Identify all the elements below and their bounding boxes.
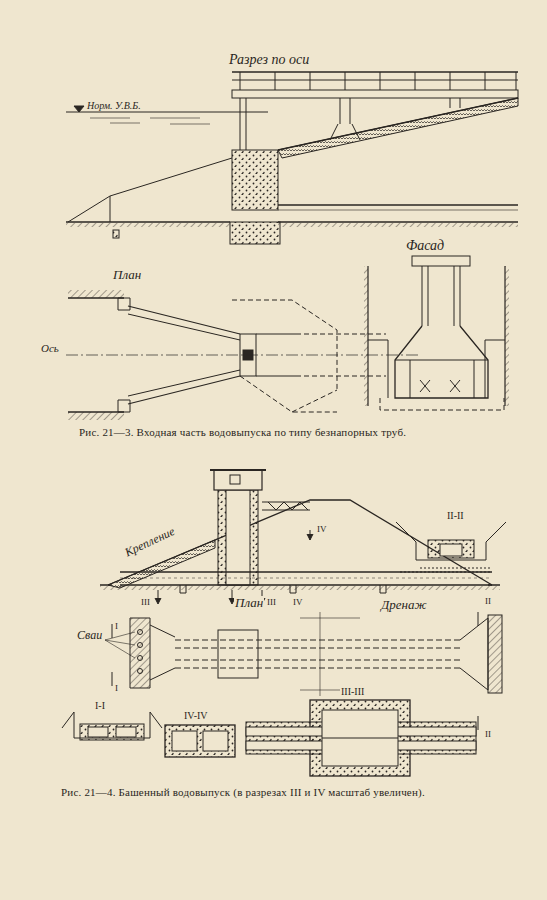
label: Сваи <box>76 629 103 642</box>
conduit-bottom <box>278 221 518 222</box>
tower-house <box>214 470 262 490</box>
outlet-wall <box>488 615 502 693</box>
window <box>230 475 240 484</box>
conduit <box>120 572 492 585</box>
conduit-line <box>278 210 518 211</box>
pile <box>138 656 143 661</box>
ground-hatch <box>100 586 500 590</box>
bank-hatch <box>68 290 124 298</box>
label: Норм. У.В.Б. <box>86 100 142 111</box>
label: IV-IV <box>183 710 209 721</box>
bank-hatch <box>505 266 509 406</box>
label: III <box>140 598 151 608</box>
hidden-outline <box>232 300 386 412</box>
figure-caption: Рис. 21—4. Башенный водовыпуск (в разрез… <box>60 786 426 798</box>
bank-edge <box>368 266 505 406</box>
label: II-II <box>446 510 465 521</box>
inlet-slab <box>130 618 150 688</box>
label: II <box>484 730 492 740</box>
label: Крепление <box>122 525 178 560</box>
section-i-block <box>80 724 144 740</box>
section-ii-block <box>428 540 474 558</box>
inlet-wing <box>150 625 175 680</box>
label: Разрез по оси <box>228 52 310 67</box>
cell <box>203 731 228 751</box>
ground-hatch <box>66 223 230 227</box>
outlet-plan <box>460 618 488 690</box>
label: III-III <box>340 686 365 697</box>
wingwall-edge <box>110 196 111 222</box>
tower-plan <box>218 630 258 678</box>
foundation <box>230 222 280 244</box>
gate-cross <box>420 380 460 392</box>
bridge-deck <box>232 90 518 98</box>
label: План <box>234 596 264 610</box>
conduit-top <box>278 204 518 205</box>
wingwall-plan <box>128 306 240 404</box>
tower-column <box>240 98 246 150</box>
water-ripple <box>90 118 210 124</box>
level-mark <box>74 106 84 112</box>
section-iv <box>165 725 235 757</box>
pile <box>138 669 143 674</box>
label: I-I <box>94 700 106 711</box>
figure-caption: Рис. 21—3. Входная часть водовыпуска по … <box>78 426 407 438</box>
opening <box>116 727 136 737</box>
hidden-outline <box>380 398 504 410</box>
dam-profile <box>108 500 492 585</box>
wingwall-top <box>68 158 232 222</box>
section-mark <box>307 530 313 540</box>
figure-21-3 <box>66 72 518 420</box>
drain <box>400 568 492 572</box>
excavation <box>368 340 505 398</box>
label: IV <box>316 525 328 535</box>
facade-lines <box>395 360 488 398</box>
cutoff <box>113 230 119 238</box>
cell <box>172 731 197 751</box>
label: IV <box>292 598 304 608</box>
tower-posts <box>422 266 460 326</box>
section-ii-opening <box>440 544 462 556</box>
water-level <box>66 112 268 113</box>
ground <box>100 584 500 585</box>
deck-top <box>412 256 470 266</box>
label: I <box>114 684 119 694</box>
leader <box>105 632 135 658</box>
figure-21-4 <box>62 470 506 776</box>
label: Ось <box>40 342 60 354</box>
pile <box>138 643 143 648</box>
label: План <box>112 268 142 282</box>
section-iii <box>310 700 410 776</box>
railing-posts <box>240 72 516 90</box>
partition <box>322 738 398 739</box>
roof <box>210 469 266 471</box>
label: II <box>484 597 492 607</box>
service-bridge <box>262 502 310 510</box>
bridge-support <box>450 98 460 108</box>
riprap <box>278 98 518 158</box>
channel-bottom <box>66 221 230 222</box>
label: I <box>114 622 119 632</box>
ground-hatch <box>278 223 518 227</box>
tower-shaft <box>226 490 250 585</box>
dam-lines <box>300 612 360 696</box>
shaft <box>322 710 398 766</box>
wingwall-plan <box>128 314 240 396</box>
bank-hatch <box>68 412 124 420</box>
pile <box>138 630 143 635</box>
section-ii <box>396 522 506 560</box>
intake-block <box>232 150 278 210</box>
bank-hatch <box>364 266 368 406</box>
section-mark <box>112 612 478 730</box>
opening <box>88 727 108 737</box>
intake-facade <box>395 326 488 398</box>
conduit-line <box>120 578 492 579</box>
tower <box>218 490 258 585</box>
label: Дренаж <box>380 598 428 612</box>
label: III <box>266 598 277 608</box>
label: Фасад <box>405 238 445 253</box>
